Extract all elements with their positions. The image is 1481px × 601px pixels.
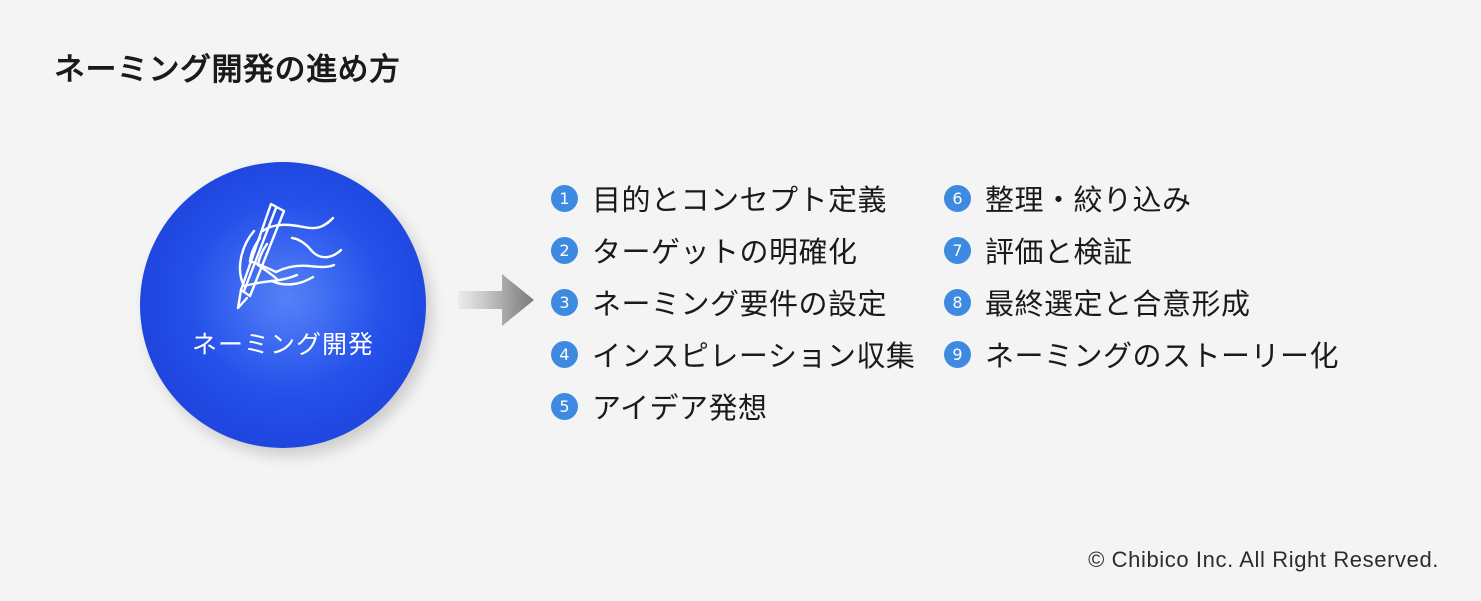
step-number-badge: 3 <box>551 288 578 316</box>
step-number-badge: 7 <box>944 236 971 264</box>
step-label: 整理・絞り込み <box>985 185 1192 217</box>
step-number-badge: 5 <box>551 392 578 420</box>
step-item[interactable]: 8 最終選定と合意形成 <box>944 276 1339 328</box>
step-item[interactable]: 7 評価と検証 <box>944 224 1339 276</box>
steps-column-1: 1 目的とコンセプト定義 2 ターゲットの明確化 3 ネーミング要件の設定 4 … <box>551 172 915 432</box>
step-label: ターゲットの明確化 <box>592 237 858 269</box>
step-item[interactable]: 3 ネーミング要件の設定 <box>551 276 915 328</box>
hero-circle-label: ネーミング開発 <box>191 331 374 359</box>
step-number-badge: 1 <box>551 184 578 212</box>
right-arrow-icon <box>458 274 534 326</box>
step-number-badge: 8 <box>944 288 971 316</box>
step-item[interactable]: 4 インスピレーション収集 <box>551 328 915 380</box>
step-number-badge: 4 <box>551 340 578 368</box>
step-label: 評価と検証 <box>985 237 1133 269</box>
hand-writing-pen-icon <box>236 203 343 310</box>
step-label: 目的とコンセプト定義 <box>592 185 888 217</box>
step-label: ネーミングのストーリー化 <box>985 341 1340 373</box>
step-item[interactable]: 6 整理・絞り込み <box>944 172 1339 224</box>
step-label: 最終選定と合意形成 <box>985 289 1251 321</box>
step-label: ネーミング要件の設定 <box>592 289 888 321</box>
step-label: インスピレーション収集 <box>592 341 916 373</box>
step-item[interactable]: 2 ターゲットの明確化 <box>551 224 915 276</box>
hero-circle: ネーミング開発 <box>140 162 426 448</box>
step-number-badge: 6 <box>944 184 971 212</box>
step-number-badge: 9 <box>944 340 971 368</box>
step-number-badge: 2 <box>551 236 578 264</box>
step-label: アイデア発想 <box>592 393 768 425</box>
hero-circle-shape <box>140 162 426 448</box>
page-title: ネーミング開発の進め方 <box>54 52 401 87</box>
step-item[interactable]: 9 ネーミングのストーリー化 <box>944 328 1339 380</box>
steps-column-2: 6 整理・絞り込み 7 評価と検証 8 最終選定と合意形成 9 ネーミングのスト… <box>944 172 1339 380</box>
copyright-text: © Chibico Inc. All Right Reserved. <box>1088 547 1439 572</box>
step-item[interactable]: 5 アイデア発想 <box>551 380 915 432</box>
step-item[interactable]: 1 目的とコンセプト定義 <box>551 172 915 224</box>
